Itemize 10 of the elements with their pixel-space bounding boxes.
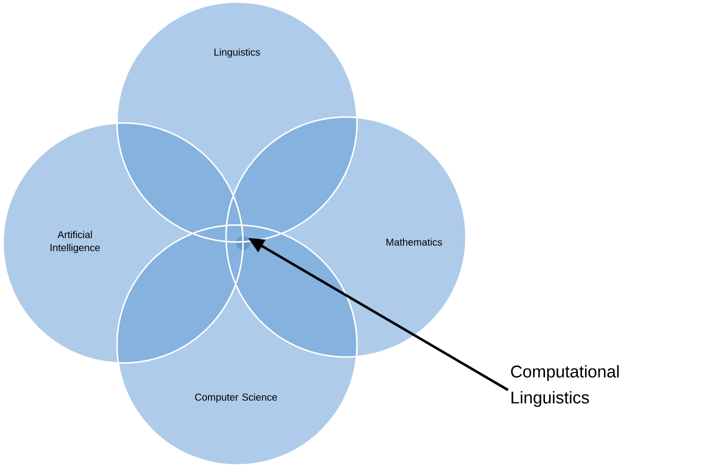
circle-label: Mathematics (386, 238, 442, 246)
venn-circle (2, 122, 244, 364)
overlap-center (236, 236, 250, 250)
venn-circle (225, 116, 467, 358)
venn-circle (116, 1, 358, 243)
circle-label: Linguistics (214, 48, 260, 58)
callout-text: Computational Linguistics (511, 365, 619, 407)
venn-circle (116, 224, 358, 466)
circle-label: Artificial Intelligence (50, 230, 100, 254)
circle-label: Computer Science (195, 393, 277, 403)
